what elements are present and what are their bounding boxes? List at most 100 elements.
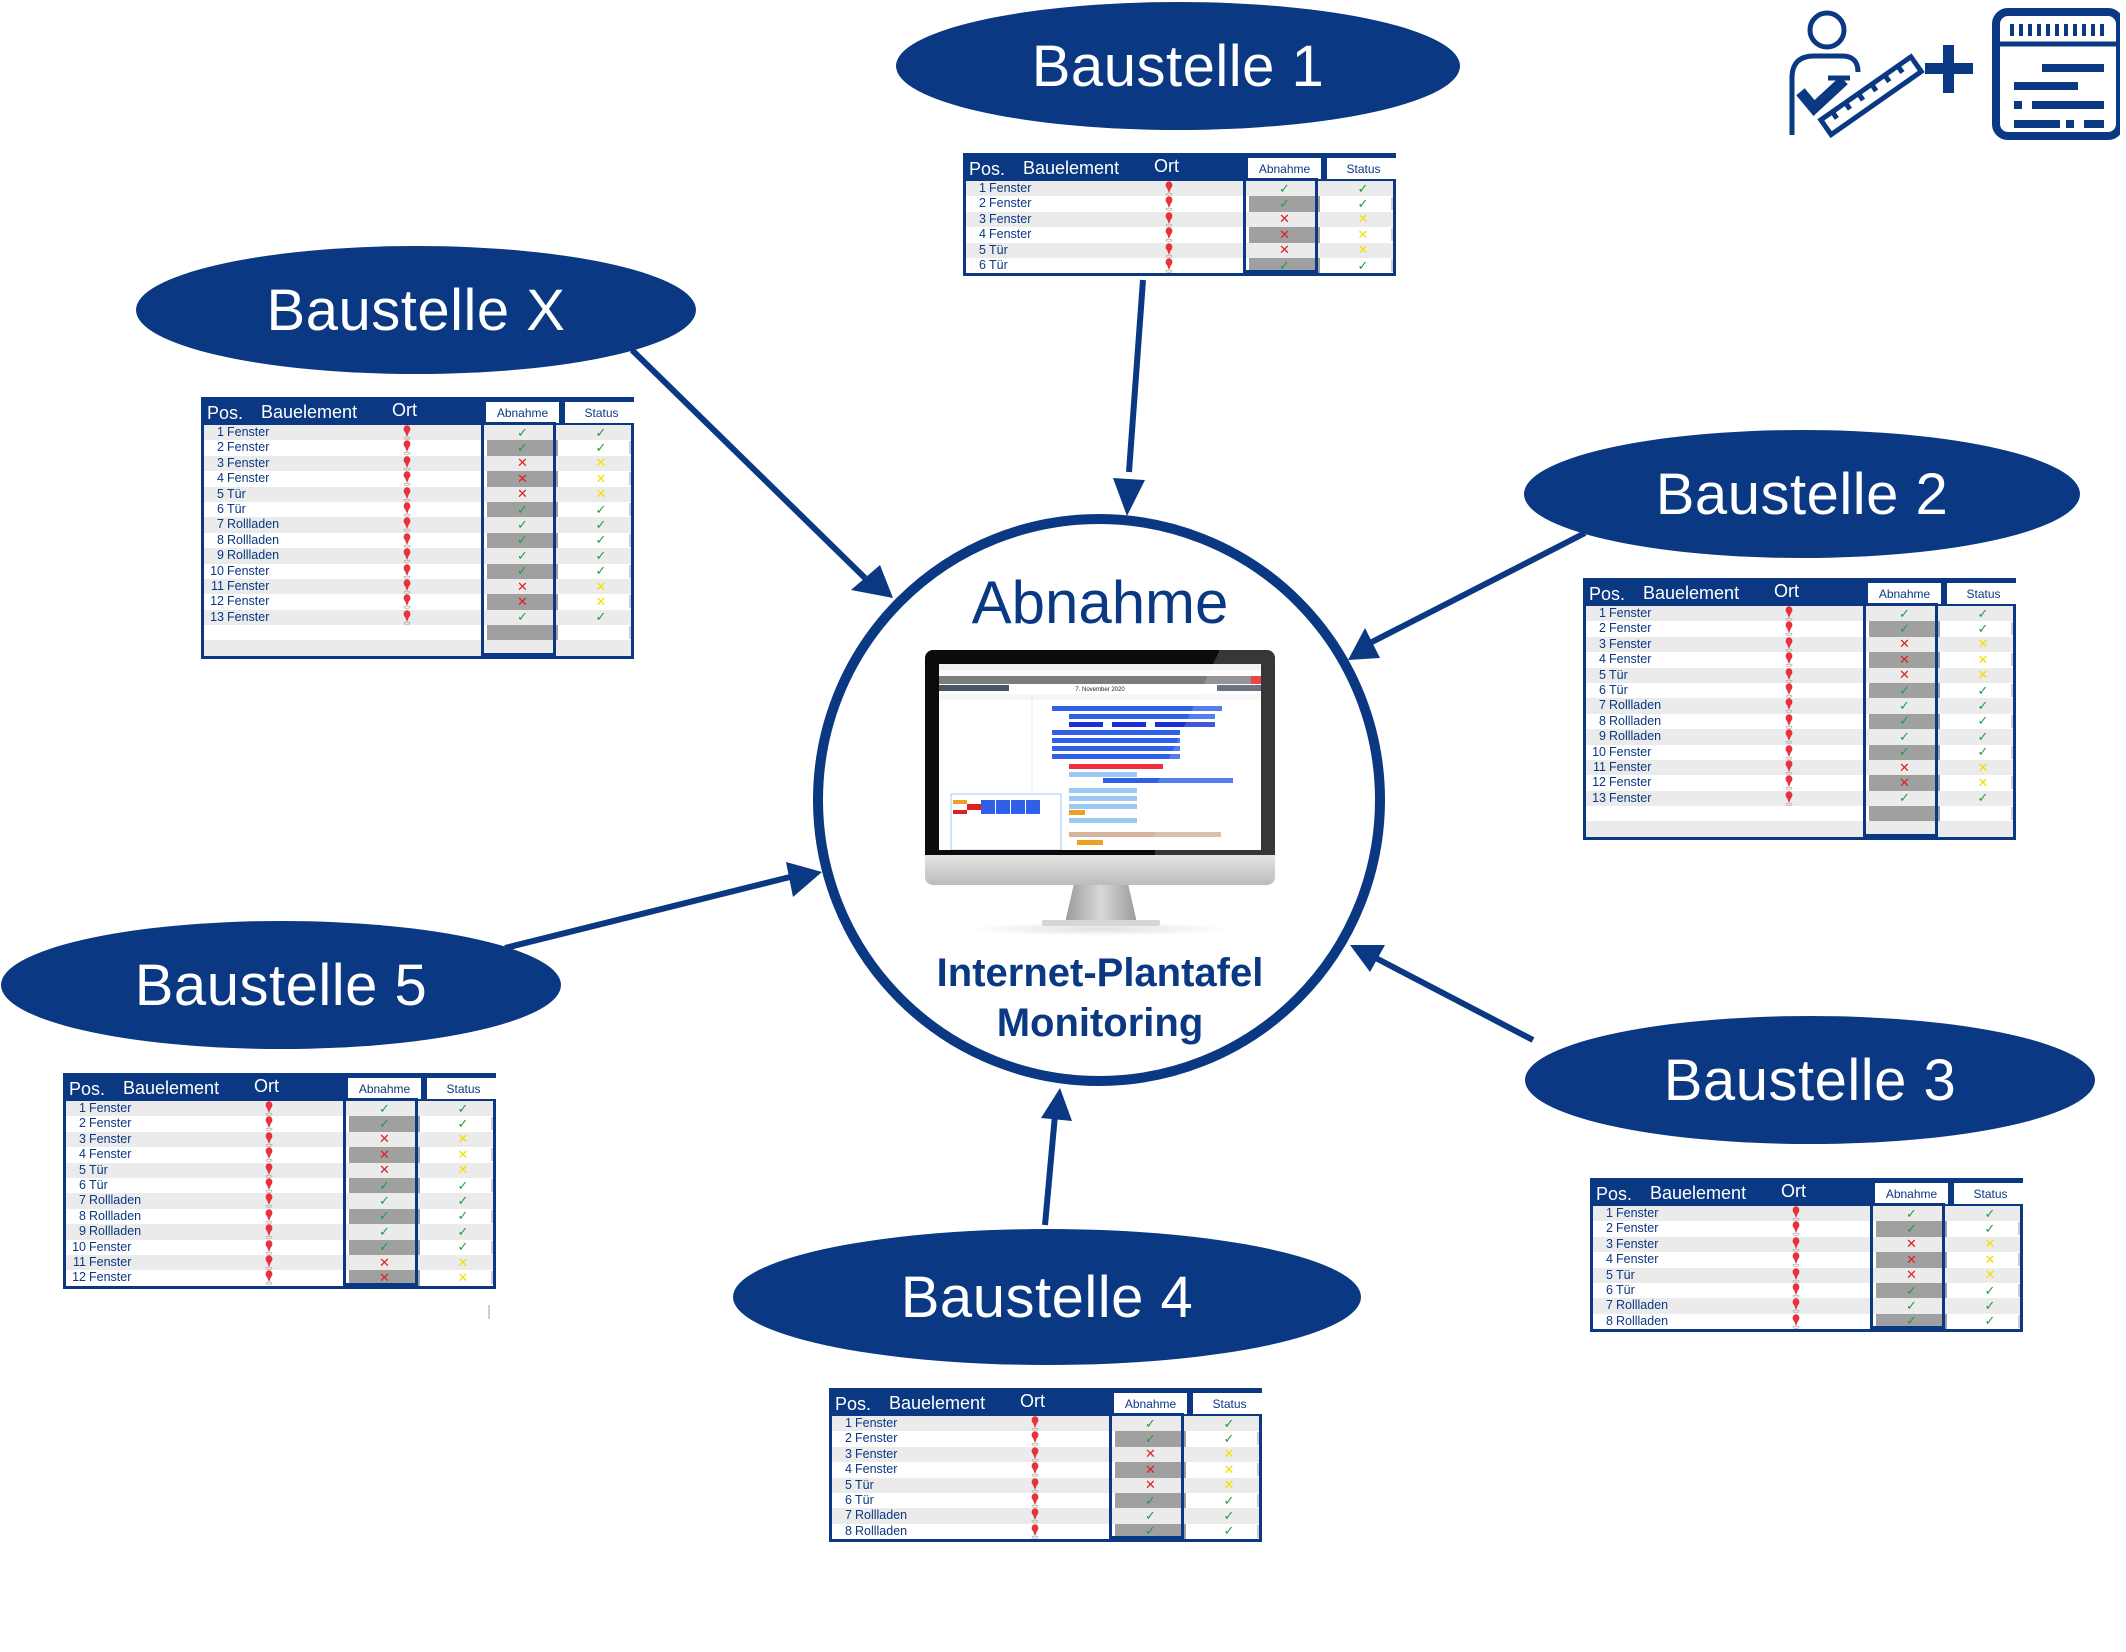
scrollbar-track[interactable] xyxy=(2011,653,2013,667)
cross-icon[interactable]: ✕ xyxy=(349,1270,420,1286)
location-pin-icon[interactable] xyxy=(265,1162,273,1178)
status-check-icon[interactable]: ✓ xyxy=(1357,257,1369,273)
status-warning-cross-icon[interactable]: ✕ xyxy=(1357,242,1369,258)
location-pin-icon[interactable] xyxy=(1165,196,1173,212)
check-icon[interactable]: ✓ xyxy=(1899,605,1910,621)
location-pin-icon[interactable] xyxy=(1792,1221,1800,1237)
scrollbar-track[interactable] xyxy=(2011,807,2013,821)
header-bauelement[interactable]: Bauelement xyxy=(123,1078,220,1098)
cross-icon[interactable]: ✕ xyxy=(1899,759,1910,775)
check-icon[interactable]: ✓ xyxy=(487,440,558,456)
location-pin-icon[interactable] xyxy=(403,532,411,548)
status-check-icon[interactable]: ✓ xyxy=(1977,682,1989,698)
status-check-icon[interactable]: ✓ xyxy=(1223,1415,1235,1431)
scrollbar-track[interactable] xyxy=(1391,228,1393,242)
location-pin-icon[interactable] xyxy=(1165,211,1173,227)
header-pos[interactable]: Pos. xyxy=(207,403,244,423)
header-ort[interactable]: Ort xyxy=(1020,1391,1045,1411)
location-pin-icon[interactable] xyxy=(265,1270,273,1286)
status-warning-cross-icon[interactable]: ✕ xyxy=(1984,1251,1996,1267)
header-ort[interactable]: Ort xyxy=(1781,1181,1806,1201)
header-abnahme[interactable]: Abnahme xyxy=(1868,583,1941,604)
location-pin-icon[interactable] xyxy=(1785,790,1793,806)
status-warning-cross-icon[interactable]: ✕ xyxy=(595,594,607,609)
scrollbar-track[interactable] xyxy=(2011,622,2013,636)
status-warning-cross-icon[interactable]: ✕ xyxy=(1977,651,1989,667)
location-pin-icon[interactable] xyxy=(1165,242,1173,258)
check-icon[interactable]: ✓ xyxy=(1906,1205,1917,1221)
cross-icon[interactable]: ✕ xyxy=(517,455,528,471)
status-check-icon[interactable]: ✓ xyxy=(595,609,607,625)
header-pos[interactable]: Pos. xyxy=(835,1394,872,1414)
status-check-icon[interactable]: ✓ xyxy=(595,547,607,563)
status-check-icon[interactable]: ✓ xyxy=(1977,713,1989,729)
location-pin-icon[interactable] xyxy=(265,1101,273,1116)
cross-icon[interactable]: ✕ xyxy=(487,471,558,487)
header-bauelement[interactable]: Bauelement xyxy=(261,402,358,422)
scrollbar-track[interactable] xyxy=(2018,1314,2020,1328)
status-check-icon[interactable]: ✓ xyxy=(457,1100,469,1116)
status-check-icon[interactable]: ✓ xyxy=(595,440,607,456)
location-pin-icon[interactable] xyxy=(1031,1431,1039,1447)
status-warning-cross-icon[interactable]: ✕ xyxy=(1357,211,1369,227)
scrollbar-track[interactable] xyxy=(2018,1283,2020,1297)
cross-icon[interactable]: ✕ xyxy=(1869,652,1940,668)
check-icon[interactable]: ✓ xyxy=(1876,1283,1947,1299)
status-check-icon[interactable]: ✓ xyxy=(457,1177,469,1193)
check-icon[interactable]: ✓ xyxy=(379,1193,390,1209)
cross-icon[interactable]: ✕ xyxy=(487,594,558,610)
location-pin-icon[interactable] xyxy=(1165,181,1173,196)
cross-icon[interactable]: ✕ xyxy=(1279,211,1290,227)
header-bauelement[interactable]: Bauelement xyxy=(1643,583,1740,603)
scrollbar-track[interactable] xyxy=(629,502,631,516)
header-abnahme[interactable]: Abnahme xyxy=(348,1078,421,1099)
location-pin-icon[interactable] xyxy=(1031,1508,1039,1524)
status-check-icon[interactable]: ✓ xyxy=(1223,1431,1235,1447)
location-pin-icon[interactable] xyxy=(265,1208,273,1224)
cross-icon[interactable]: ✕ xyxy=(379,1254,390,1270)
scrollbar-track[interactable] xyxy=(629,441,631,455)
status-check-icon[interactable]: ✓ xyxy=(1977,790,1989,806)
cross-icon[interactable]: ✕ xyxy=(1876,1252,1947,1268)
check-icon[interactable]: ✓ xyxy=(379,1100,390,1116)
check-icon[interactable]: ✓ xyxy=(1249,258,1320,274)
check-icon[interactable]: ✓ xyxy=(1115,1523,1186,1540)
scrollbar-track[interactable] xyxy=(491,1271,493,1285)
location-pin-icon[interactable] xyxy=(1792,1313,1800,1329)
status-check-icon[interactable]: ✓ xyxy=(1984,1221,1996,1237)
header-pos[interactable]: Pos. xyxy=(69,1079,106,1099)
scrollbar-track[interactable] xyxy=(2011,683,2013,697)
header-pos[interactable]: Pos. xyxy=(1589,584,1626,604)
location-pin-icon[interactable] xyxy=(1792,1252,1800,1267)
site-label-baustelle-3[interactable]: Baustelle 3 xyxy=(1663,1047,1957,1113)
cross-icon[interactable]: ✕ xyxy=(1279,242,1290,258)
cross-icon[interactable]: ✕ xyxy=(379,1162,390,1178)
status-check-icon[interactable]: ✓ xyxy=(595,563,607,579)
location-pin-icon[interactable] xyxy=(1785,698,1793,714)
location-pin-icon[interactable] xyxy=(403,563,411,579)
status-check-icon[interactable]: ✓ xyxy=(1977,744,1989,760)
check-icon[interactable]: ✓ xyxy=(1145,1508,1156,1524)
status-check-icon[interactable]: ✓ xyxy=(457,1116,469,1132)
status-check-icon[interactable]: ✓ xyxy=(1223,1523,1235,1539)
status-warning-cross-icon[interactable]: ✕ xyxy=(457,1146,469,1162)
location-pin-icon[interactable] xyxy=(403,425,411,440)
location-pin-icon[interactable] xyxy=(265,1116,273,1132)
